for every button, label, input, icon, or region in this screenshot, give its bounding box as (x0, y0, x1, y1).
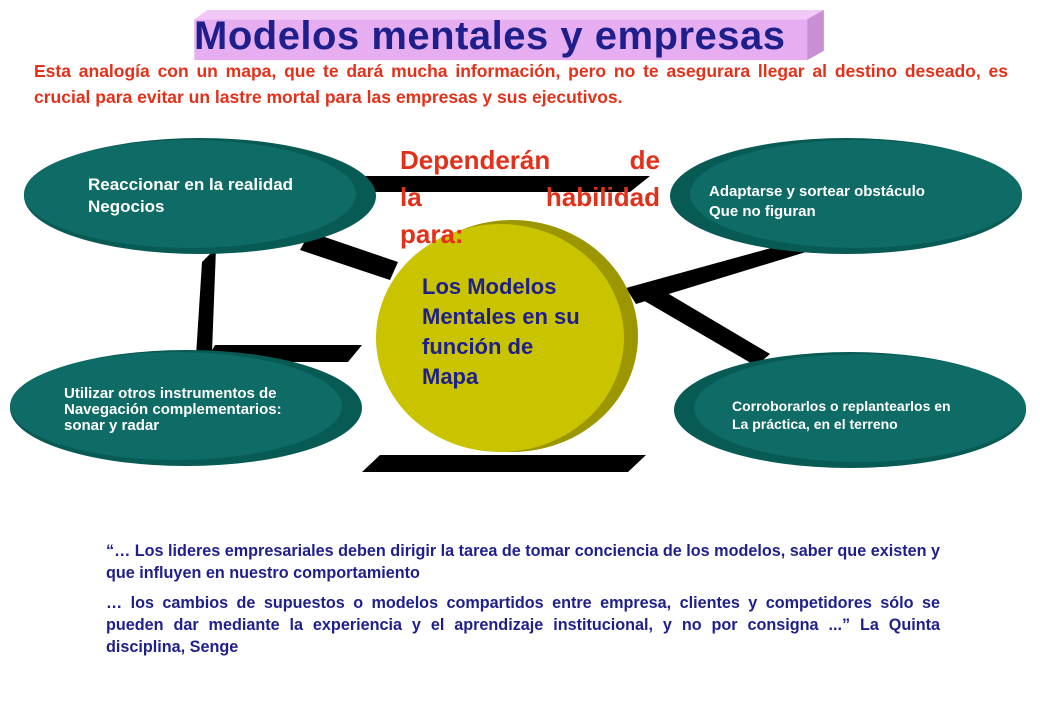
arrow-tl-diagonal (300, 232, 398, 280)
oval-label-utilizar: Utilizar otros instrumentos de Navegació… (64, 386, 282, 433)
center-label: Los Modelos Mentales en su función de Ma… (422, 272, 580, 392)
center-label-line-3: función de (422, 334, 534, 359)
intro-paragraph: Esta analogía con un mapa, que te dará m… (34, 61, 1008, 107)
center-heading-line-2: la habilidad (400, 182, 660, 212)
arrow-right-lower (636, 284, 770, 366)
center-label-line-2: Mentales en su (422, 304, 580, 329)
center-label-line-4: Mapa (422, 364, 479, 389)
oval-bl-line-1: Utilizar otros instrumentos de (64, 385, 277, 402)
center-heading-line-1: Dependerán de (400, 145, 660, 175)
oval-bottom-left (10, 350, 362, 466)
oval-top-left (24, 138, 376, 254)
oval-tl-line-1: Reaccionar en la realidad (88, 175, 294, 194)
oval-top-right (670, 138, 1022, 254)
oval-label-corroborarlos: Corroborarlos o replantearlos en La prác… (732, 397, 951, 433)
oval-bottom-right (674, 352, 1026, 468)
center-disc (376, 220, 638, 452)
arrow-right-upper (626, 240, 806, 304)
oval-br-line-2: La práctica, en el terreno (732, 416, 898, 433)
oval-br-line-1: Corroborarlos o replantearlos en (732, 398, 951, 414)
arrow-bottom (362, 455, 646, 472)
oval-bl-line-3: sonar y radar (64, 416, 160, 434)
center-label-line-1: Los Modelos (422, 274, 557, 299)
title-banner (194, 10, 824, 61)
oval-tr-line-2: Que no figuran (709, 202, 816, 220)
oval-label-reaccionar: Reaccionar en la realidad Negocios (88, 174, 293, 218)
senge-quote: “… Los lideres empresariales deben dirig… (106, 540, 940, 666)
quote-paragraph-1: “… Los lideres empresariales deben dirig… (106, 542, 940, 582)
page-title: Modelos mentales y empresas (194, 14, 786, 58)
center-heading-line-3: para: (400, 219, 464, 249)
oval-label-adaptarse: Adaptarse y sortear obstáculo Que no fig… (709, 182, 925, 221)
center-heading: Dependerán de la habilidad para: (400, 142, 660, 253)
arrow-top (325, 176, 650, 192)
oval-tl-line-2: Negocios (88, 197, 165, 217)
oval-bl-line-2: Navegación complementarios: (64, 400, 282, 418)
arrow-left-vertical (196, 248, 216, 356)
oval-tr-line-1: Adaptarse y sortear obstáculo (709, 183, 925, 200)
quote-paragraph-2: … los cambios de supuestos o modelos com… (106, 594, 940, 656)
